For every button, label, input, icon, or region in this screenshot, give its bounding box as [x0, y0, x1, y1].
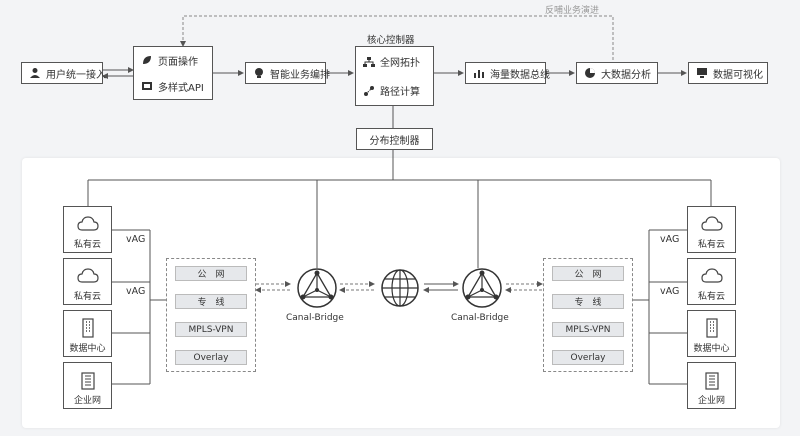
vag-label: vAG — [660, 286, 680, 297]
right-site-private-cloud-2[interactable]: 私有云 — [687, 258, 736, 305]
visualization-box[interactable]: 数据可视化 — [688, 62, 768, 84]
portal-box[interactable]: 页面操作 多样式API — [133, 46, 213, 100]
right-site-datacenter[interactable]: 数据中心 — [687, 310, 736, 357]
cloud-icon — [700, 216, 723, 231]
core-controller-title: 核心控制器 — [367, 35, 415, 46]
building-icon — [705, 318, 718, 338]
topology-label: 全网拓扑 — [380, 58, 420, 69]
topology-icon — [363, 56, 375, 67]
cloud-icon — [76, 216, 99, 231]
smart-orch-label: 智能业务编排 — [270, 69, 330, 81]
bigdata-box[interactable]: 大数据分析 — [576, 62, 658, 84]
right-bridge-node-icon[interactable] — [460, 266, 504, 310]
right-site-private-cloud-1[interactable]: 私有云 — [687, 206, 736, 253]
left-site-enterprise[interactable]: 企业网 — [63, 362, 112, 409]
pie-chart-icon — [585, 68, 595, 78]
api-icon — [142, 82, 152, 90]
right-net-mpls-vpn[interactable]: MPLS-VPN — [552, 322, 624, 337]
distributed-controller-box[interactable]: 分布控制器 — [356, 128, 433, 150]
right-net-leased-line[interactable]: 专 线 — [552, 294, 624, 309]
vag-label: vAG — [126, 286, 146, 297]
user-access-label: 用户统一接入 — [46, 69, 106, 81]
site-label: 企业网 — [73, 396, 101, 406]
right-site-enterprise[interactable]: 企业网 — [687, 362, 736, 409]
left-bridge-node-icon[interactable] — [295, 266, 339, 310]
office-icon — [704, 372, 719, 390]
left-network-group — [166, 258, 256, 372]
leaf-icon — [143, 56, 151, 64]
user-access-box[interactable]: 用户统一接入 — [21, 62, 106, 84]
site-label: 数据中心 — [693, 344, 730, 354]
multi-api-label: 多样式API — [158, 82, 204, 94]
bar-chart-icon — [474, 70, 484, 78]
left-bridge-label: Canal-Bridge — [286, 313, 344, 323]
bigdata-label: 大数据分析 — [601, 69, 651, 81]
data-bus-label: 海量数据总线 — [490, 69, 550, 81]
feedback-label: 反哺业务演进 — [545, 6, 600, 16]
core-controller-box[interactable]: 全网拓扑 路径计算 — [355, 46, 434, 106]
right-net-overlay[interactable]: Overlay — [552, 350, 624, 365]
left-site-private-cloud-2[interactable]: 私有云 — [63, 258, 112, 305]
left-site-private-cloud-1[interactable]: 私有云 — [63, 206, 112, 253]
site-label: 企业网 — [697, 396, 725, 406]
left-net-public[interactable]: 公 网 — [175, 266, 247, 281]
left-net-overlay[interactable]: Overlay — [175, 350, 247, 365]
site-label: 私有云 — [697, 292, 725, 302]
distributed-controller-label: 分布控制器 — [369, 135, 420, 147]
vag-label: vAG — [660, 234, 680, 245]
site-label: 私有云 — [697, 240, 725, 250]
globe-icon[interactable] — [378, 266, 422, 310]
visualization-label: 数据可视化 — [713, 69, 763, 81]
site-label: 私有云 — [73, 240, 101, 250]
right-net-public[interactable]: 公 网 — [552, 266, 624, 281]
user-icon — [30, 68, 40, 78]
path-calc-label: 路径计算 — [380, 87, 420, 98]
site-label: 数据中心 — [69, 344, 106, 354]
page-ops-label: 页面操作 — [158, 56, 198, 68]
cloud-icon — [700, 268, 723, 283]
right-bridge-label: Canal-Bridge — [451, 313, 509, 323]
left-site-datacenter[interactable]: 数据中心 — [63, 310, 112, 357]
cloud-icon — [76, 268, 99, 283]
office-icon — [80, 372, 95, 390]
left-net-mpls-vpn[interactable]: MPLS-VPN — [175, 322, 247, 337]
left-net-leased-line[interactable]: 专 线 — [175, 294, 247, 309]
vag-label: vAG — [126, 234, 146, 245]
site-label: 私有云 — [73, 292, 101, 302]
bulb-icon — [255, 68, 263, 78]
data-bus-box[interactable]: 海量数据总线 — [465, 62, 550, 84]
monitor-icon — [697, 68, 707, 78]
path-icon — [364, 85, 374, 96]
building-icon — [81, 318, 94, 338]
smart-orch-box[interactable]: 智能业务编排 — [245, 62, 330, 84]
right-network-group — [543, 258, 633, 372]
